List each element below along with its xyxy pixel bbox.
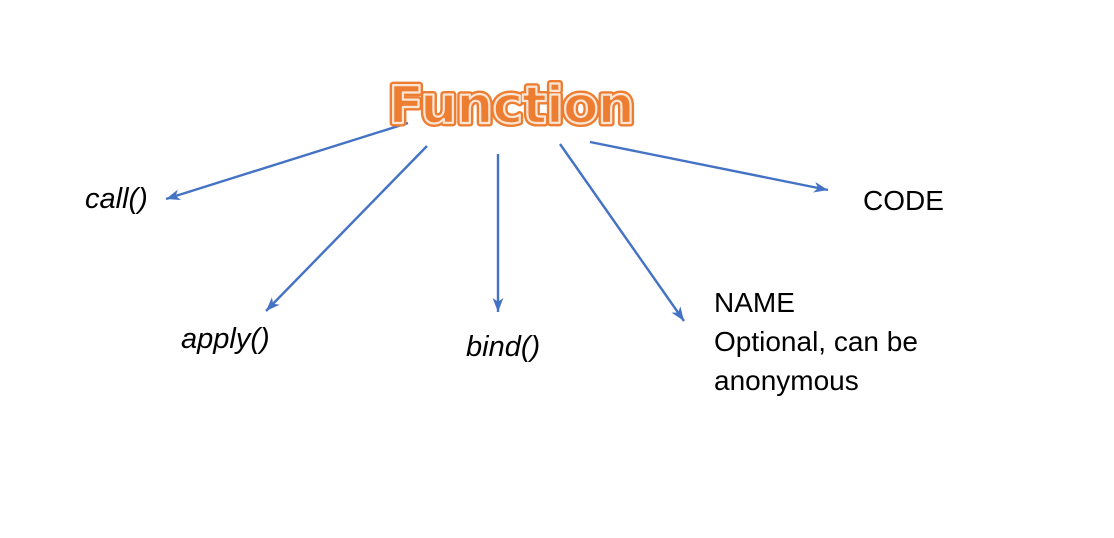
node-name-line-1: NAME bbox=[714, 287, 795, 318]
node-code: CODE bbox=[863, 185, 944, 216]
arrow-function-to-code bbox=[589, 140, 829, 193]
arrow-function-to-name bbox=[559, 143, 685, 322]
diagram-title-outline: Function bbox=[388, 76, 633, 136]
diagram-title: Function bbox=[388, 76, 633, 136]
node-call: call() bbox=[85, 183, 148, 215]
node-apply: apply() bbox=[181, 323, 270, 355]
node-name-line-2: Optional, can be bbox=[714, 326, 918, 357]
node-bind: bind() bbox=[466, 331, 541, 363]
arrow-function-to-apply bbox=[265, 145, 428, 312]
node-name: NAME Optional, can be anonymous bbox=[714, 283, 918, 400]
node-name-line-3: anonymous bbox=[714, 365, 859, 396]
arrow-function-to-call bbox=[165, 121, 409, 201]
